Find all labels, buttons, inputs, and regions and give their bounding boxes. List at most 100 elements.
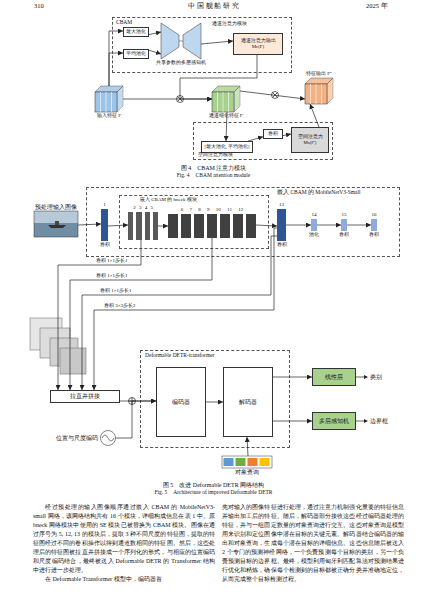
node-label: 解码器 — [239, 399, 257, 406]
multiply-symbol — [272, 92, 279, 99]
dashed-group: Deformable DETR-transformer 编码器 解码器 — [140, 350, 290, 448]
cube-side — [234, 86, 240, 112]
node-label: 共享参数的多层感知机 — [156, 60, 206, 65]
cube-stripe — [106, 92, 107, 112]
node-label: 编码器 — [172, 399, 190, 406]
node-label: 平均池化 — [126, 51, 146, 57]
node-label: 嵌入 CBAM 的 MobileNetV3-Small — [277, 189, 361, 195]
query-square — [224, 458, 234, 466]
text-label: 图 4 CBAM 注意力模块 — [0, 164, 427, 173]
text-label: Fig. 4 CBAM attention module — [0, 172, 427, 179]
query-frame — [222, 456, 272, 468]
mlp-link — [179, 41, 183, 42]
node-label: 空间注意力 Ms(F') — [292, 134, 328, 145]
connector-arrow — [273, 421, 312, 422]
text-column: 经过预处理的输入图像顺序通过嵌入 CBAM 的 MobileNetV3-smal… — [33, 503, 215, 584]
layer-bar — [153, 212, 158, 240]
connector-arrow — [158, 226, 168, 227]
node-shape: 输入特征 F — [95, 86, 123, 112]
connector-arrow — [240, 91, 305, 99]
node-label: [最大池化, 平均池化] — [204, 144, 249, 149]
node-label: Deformable DETR-transformer — [145, 352, 215, 358]
node-label: 16 — [372, 212, 377, 218]
arrow-head — [364, 375, 368, 379]
dashed-group: CBAM最大池化平均池化共享参数的多层感知机通道注意力输出 Mc(F) — [112, 17, 292, 73]
node-label: 输入特征 F — [97, 113, 121, 119]
arrow-head — [364, 419, 368, 423]
layer-bar — [136, 212, 141, 240]
node-label: 最大池化 — [126, 29, 146, 35]
cube-front — [212, 92, 234, 112]
cube-stripe — [321, 84, 322, 104]
connector-arrow — [116, 401, 156, 438]
multiply-circle — [177, 96, 184, 103]
connector-arrow — [310, 104, 319, 127]
process-box: 最大池化 — [123, 27, 149, 37]
text-column: 先对输入的图像特征进行处理，通过注意力机制强化重要的特征信息并输出加工后的特征。… — [222, 503, 404, 584]
connector-arrow — [109, 31, 123, 86]
node-shape: 通道细化特征 F' — [212, 86, 240, 112]
layer-bar — [194, 214, 204, 238]
shape-outline — [161, 23, 201, 59]
node-label: 预处理输入图像 — [35, 204, 77, 210]
text-label: Fig. 5 Architecture of improved Deformab… — [0, 489, 427, 496]
process-box: 空间注意力 Ms(F') — [291, 127, 329, 153]
node-label: 14 — [312, 212, 317, 218]
shape-outline — [212, 86, 240, 112]
shape-outline — [100, 430, 116, 446]
multiply-circle — [272, 92, 279, 99]
connector-arrow — [317, 225, 341, 226]
image-water — [34, 223, 78, 237]
arrow-line — [356, 421, 365, 422]
sine-wave — [102, 435, 114, 441]
node-label: 池化 — [309, 232, 319, 238]
add-circle — [129, 398, 136, 405]
query-square — [248, 458, 258, 466]
output-arrow — [356, 419, 368, 423]
node-label: CBAM — [116, 19, 132, 25]
connector-arrow — [248, 137, 263, 141]
node-label: 卷积 — [277, 242, 287, 248]
layer-bar — [128, 212, 133, 240]
layer-bar — [207, 214, 217, 238]
cube-front — [95, 92, 117, 112]
node-label: 通道注意力输出 Mc(F) — [234, 38, 282, 49]
node-label: 卷积 — [100, 242, 110, 248]
image-ship-cabin — [55, 221, 59, 225]
layer-block: 14池化 — [311, 219, 317, 231]
cube-side — [327, 78, 333, 104]
cube-stripe — [100, 92, 101, 112]
connector-arrow — [149, 32, 161, 35]
layer-bar — [246, 214, 256, 238]
node-shape: 预处理输入图像 — [34, 211, 78, 237]
connector-arrow — [109, 53, 123, 86]
node-label: 卷积 — [369, 232, 379, 238]
node-shape: 位置与尺度编码 — [100, 430, 116, 446]
connector-arrow — [283, 134, 291, 136]
edge-label: 卷积 3×3步长2 — [104, 303, 136, 308]
connector-arrow — [70, 238, 212, 390]
connector-arrow — [347, 225, 371, 226]
text-label: 中 国 舰 船 研 究 — [0, 2, 427, 11]
node-label: 对象查询 — [235, 469, 259, 475]
node-label: 空间注意力模块 — [198, 152, 233, 158]
process-box: 线性层 — [312, 368, 356, 386]
process-box: [最大池化, 平均池化] — [201, 141, 253, 153]
layer-bar — [145, 212, 150, 240]
node-shape: 共享参数的多层感知机 — [161, 23, 201, 59]
connector-arrow — [78, 224, 101, 225]
text-label: 在 Deformable Transformer 模型中，编码器首 — [33, 575, 215, 584]
multiply-symbol — [177, 96, 184, 103]
connector-arrow — [120, 401, 156, 402]
add-symbol — [129, 398, 136, 405]
process-box: 平均池化 — [123, 49, 149, 59]
connector-arrow — [149, 50, 161, 54]
cube-stripe — [228, 92, 229, 112]
cube-front — [305, 84, 327, 104]
layer-bar — [181, 214, 191, 238]
process-box: 拉直并拼接 — [50, 390, 120, 403]
arrow-line — [356, 377, 365, 378]
text-label: 通道注意力模块 — [212, 20, 247, 26]
mlp-left — [161, 23, 179, 59]
connector-arrow — [273, 377, 312, 378]
